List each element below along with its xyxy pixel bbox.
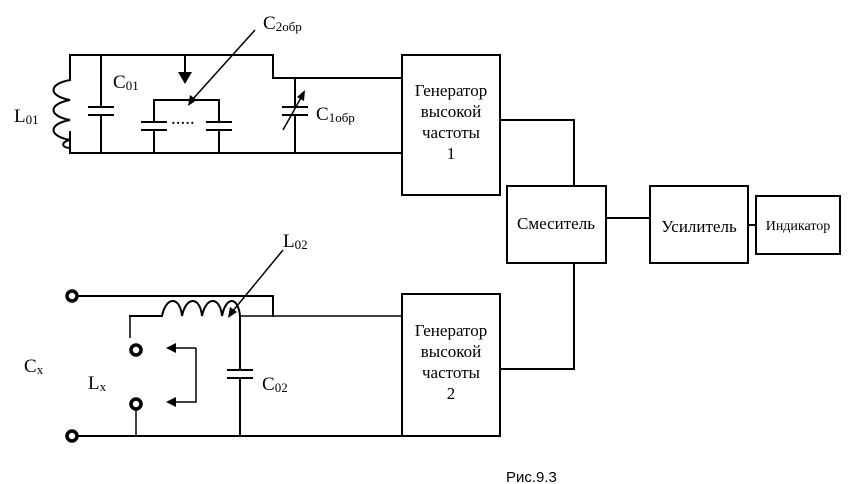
figure-caption: Рис.9.3 xyxy=(506,469,557,484)
svg-text:Смеситель: Смеситель xyxy=(517,214,595,233)
block-amplifier: Усилитель xyxy=(649,185,749,264)
svg-text:частоты: частоты xyxy=(422,123,481,142)
svg-text:высокой: высокой xyxy=(421,342,482,361)
block-connections xyxy=(499,119,757,370)
svg-text:Генератор: Генератор xyxy=(415,321,488,340)
label-c02: C02 xyxy=(262,374,288,395)
svg-text:частоты: частоты xyxy=(422,363,481,382)
inductor-l02 xyxy=(129,249,284,318)
label-c01: C01 xyxy=(113,72,139,93)
svg-text:2: 2 xyxy=(447,384,456,403)
svg-text:Генератор: Генератор xyxy=(415,81,488,100)
inductor-l01 xyxy=(52,78,72,150)
capacitor-bank-ellipsis: ..... xyxy=(171,108,195,129)
svg-text:Усилитель: Усилитель xyxy=(661,217,737,236)
block-generator-1: Генератор высокой частоты 1 xyxy=(401,54,501,196)
label-l02: L02 xyxy=(283,231,308,252)
capacitor-c01 xyxy=(88,54,114,154)
top-lc-circuit xyxy=(52,29,403,154)
label-cx: Cx xyxy=(24,356,44,377)
block-indicator: Индикатор xyxy=(755,195,841,255)
svg-text:высокой: высокой xyxy=(421,102,482,121)
label-l01: L01 xyxy=(14,106,39,127)
switch-lx xyxy=(129,316,197,436)
capacitor-c1obr xyxy=(282,77,308,154)
svg-text:Индикатор: Индикатор xyxy=(766,219,831,234)
label-lx: Lx xyxy=(88,373,107,394)
block-generator-2: Генератор высокой частоты 2 xyxy=(401,293,501,437)
svg-text:1: 1 xyxy=(447,144,456,163)
capacitor-bank-c2obr xyxy=(141,29,256,154)
block-mixer: Смеситель xyxy=(506,185,607,264)
terminal-top xyxy=(65,289,79,303)
bottom-lc-circuit xyxy=(65,249,403,443)
label-c1obr: C1обр xyxy=(316,104,355,125)
capacitor-c02 xyxy=(227,315,253,437)
label-c2obr: C2обр xyxy=(263,13,302,34)
terminal-bottom xyxy=(65,429,79,443)
